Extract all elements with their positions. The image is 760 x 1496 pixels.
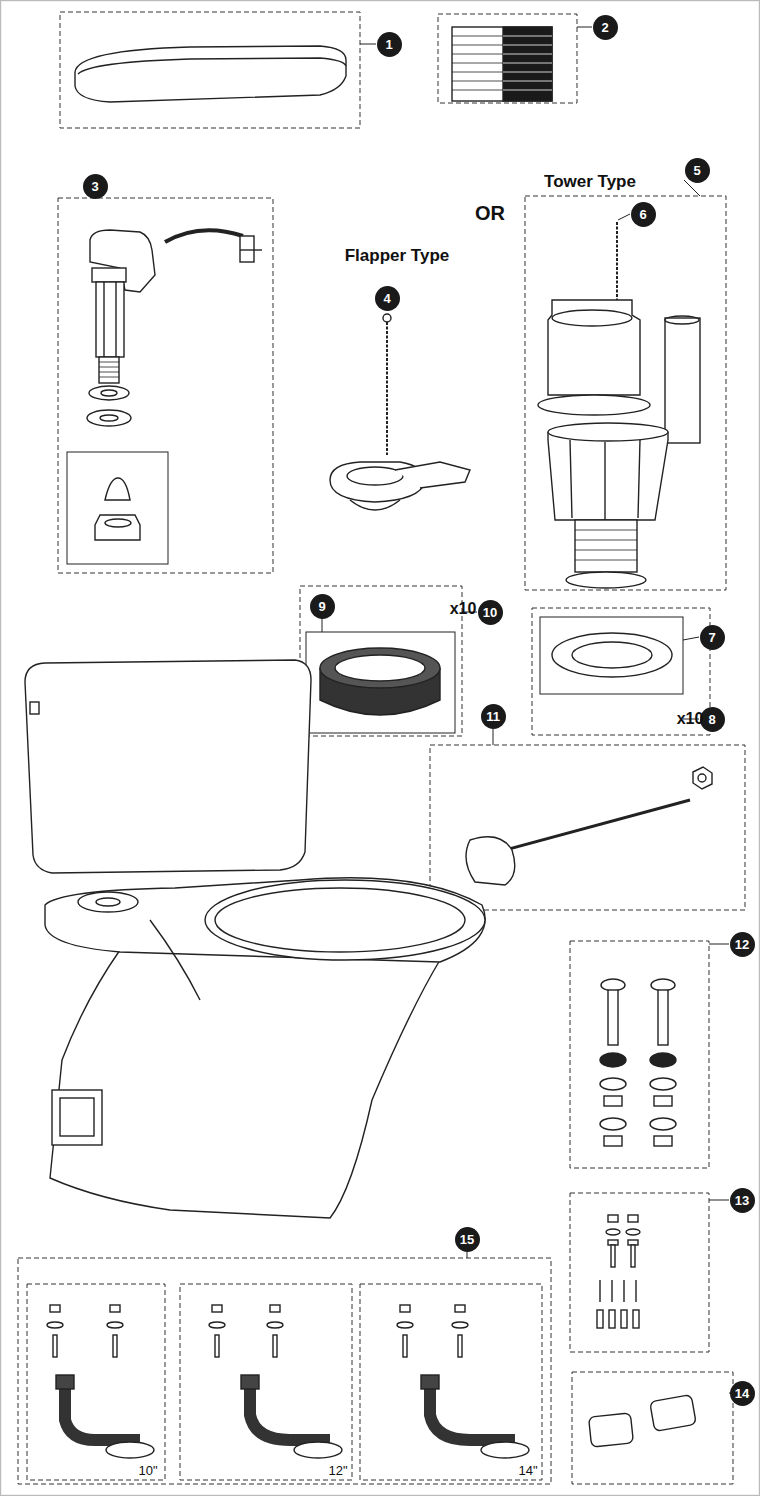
quantity-label: x10 (450, 600, 477, 618)
callout-number: 14 (730, 1381, 755, 1406)
callout-text: 3 (91, 179, 98, 194)
callout-number: 3 (83, 174, 108, 199)
callout-text: 2 (601, 20, 608, 35)
size-label: 10" (138, 1463, 157, 1478)
callout-number: 15 (455, 1227, 480, 1252)
section-heading: OR (475, 202, 505, 225)
callout-text: 15 (460, 1232, 474, 1247)
callout-text: 9 (318, 599, 325, 614)
callout-text: 6 (639, 207, 646, 222)
callout-text: 13 (735, 1193, 749, 1208)
callout-text: 14 (735, 1386, 749, 1401)
callout-text: 5 (693, 163, 700, 178)
callout-number: 6 (631, 202, 656, 227)
callout-number: 9 (310, 594, 335, 619)
section-heading: Tower Type (544, 172, 636, 192)
quantity-label: x10 (677, 710, 704, 728)
callout-number: 10 (478, 600, 503, 625)
callout-text: 10 (483, 605, 497, 620)
callout-number: 1 (377, 32, 402, 57)
callout-number: 5 (685, 158, 710, 183)
callout-number: 4 (375, 286, 400, 311)
size-label: 14" (518, 1463, 537, 1478)
callout-text: 4 (383, 291, 390, 306)
callout-text: 12 (735, 937, 749, 952)
size-label: 12" (328, 1463, 347, 1478)
section-heading: Flapper Type (345, 246, 450, 266)
callout-number: 2 (593, 15, 618, 40)
callout-number: 13 (730, 1188, 755, 1213)
callout-text: 1 (385, 37, 392, 52)
callout-text: 8 (708, 712, 715, 727)
callout-text: 11 (486, 709, 500, 724)
callout-text: 7 (708, 630, 715, 645)
callout-number: 12 (730, 932, 755, 957)
callout-number: 11 (481, 704, 506, 729)
callout-number: 7 (700, 625, 725, 650)
